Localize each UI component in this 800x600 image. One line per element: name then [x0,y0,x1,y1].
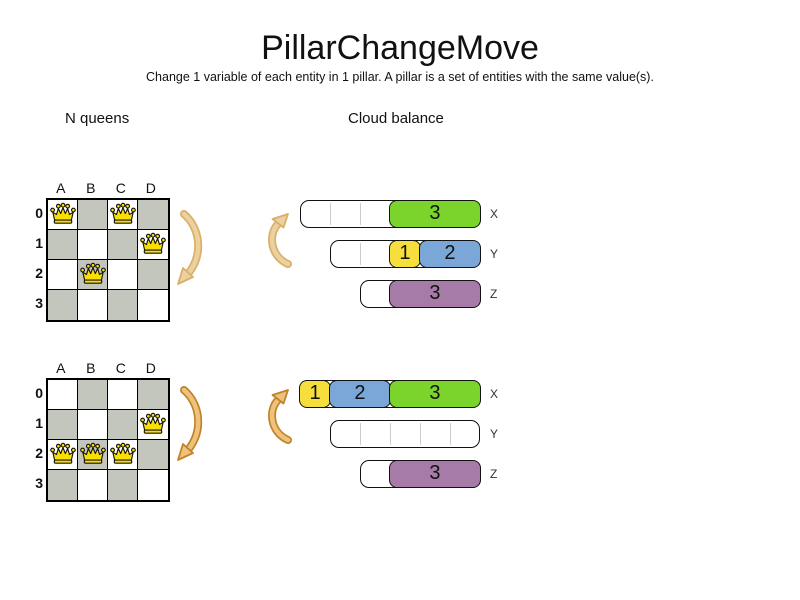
page-subtitle: Change 1 variable of each entity in 1 pi… [146,70,654,84]
board-cell [108,470,138,500]
queen-icon [109,442,136,464]
row-label: 2 [35,265,43,281]
computer-label: Z [490,467,498,481]
board-cell [138,380,168,410]
row-label: 2 [35,445,43,461]
computer-bar: 3 [360,459,482,488]
board-cell [108,260,138,290]
board-cell [78,290,108,320]
row-label: 1 [35,235,43,251]
column-label: B [86,180,96,196]
capacity-divider [359,243,361,265]
row-label: 3 [35,295,43,311]
column-label: D [145,360,157,376]
queen-icon [109,202,136,224]
board-cell [138,470,168,500]
column-label: D [145,180,157,196]
computer-label: Y [490,427,499,441]
computer-label: Y [490,247,499,261]
board-cell [78,200,108,230]
nqueens-move-arrow-before [177,210,203,285]
cloud-move-arrow-after [268,389,292,444]
row-label: 0 [35,205,43,221]
row-label: 3 [35,475,43,491]
board-cell [138,440,168,470]
nqueens-board-before: A B C D 0 1 2 3 [30,180,180,325]
board-cell [78,260,108,290]
cloud-section-label: Cloud balance [348,110,444,127]
computer-bar: 3 [300,199,482,228]
process-block: 3 [388,459,482,488]
queen-icon [49,442,76,464]
board-cell [108,290,138,320]
nqueens-board-after: A B C D 0 1 2 3 [30,360,180,505]
chessboard [46,378,170,502]
computer-label: Z [490,287,498,301]
process-block: 1 [298,379,332,408]
board-cell [138,260,168,290]
board-cell [78,230,108,260]
board-cell [138,200,168,230]
capacity-divider [359,203,361,225]
queen-icon [140,412,166,434]
capacity-divider [389,423,391,445]
queen-icon [79,442,106,464]
board-cell [108,410,138,440]
column-label: C [115,180,127,196]
computer-bar [330,420,480,448]
computer-label: X [490,207,499,221]
board-cell [48,470,78,500]
column-label: B [86,360,96,376]
board-cell [78,410,108,440]
process-block: 3 [388,199,482,228]
board-cell [138,410,168,440]
queen-icon [140,232,166,254]
board-cell [108,380,138,410]
nqueens-section-label: N queens [65,110,130,127]
page-title: PillarChangeMove [261,29,539,67]
nqueens-move-arrow-after [177,386,203,461]
row-label: 1 [35,415,43,431]
process-block: 3 [388,379,482,408]
process-block: 1 [388,239,422,268]
process-block: 3 [388,279,482,308]
board-cell [48,380,78,410]
capacity-divider [419,423,421,445]
board-cell [48,290,78,320]
board-cell [138,230,168,260]
process-block: 2 [328,379,392,408]
board-cell [108,200,138,230]
row-label: 0 [35,385,43,401]
column-label: A [56,180,66,196]
chessboard [46,198,170,322]
board-cell [138,290,168,320]
board-cell [78,380,108,410]
capacity-divider [449,423,451,445]
board-cell [78,470,108,500]
board-cell [78,440,108,470]
board-cell [108,440,138,470]
queen-icon [49,202,76,224]
board-cell [48,440,78,470]
capacity-divider [359,423,361,445]
column-label: C [115,360,127,376]
cloud-move-arrow-before [268,213,292,268]
computer-label: X [490,387,499,401]
queen-icon [79,262,106,284]
board-cell [108,230,138,260]
computer-bar: 3 [360,279,482,308]
capacity-divider [329,203,331,225]
board-cell [48,260,78,290]
column-label: A [56,360,66,376]
board-cell [48,410,78,440]
board-cell [48,230,78,260]
process-block: 2 [418,239,482,268]
board-cell [48,200,78,230]
